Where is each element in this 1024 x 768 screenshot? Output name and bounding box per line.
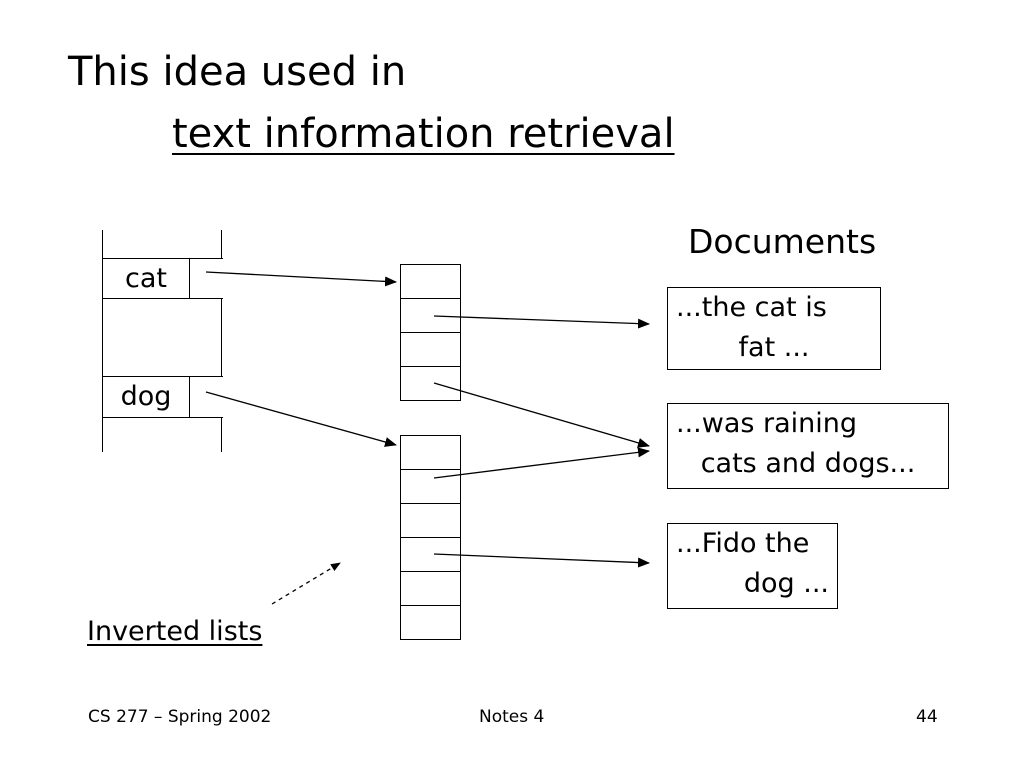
posting-slot <box>401 470 460 504</box>
slide-title-line-1: This idea used in <box>68 49 407 95</box>
arrow-cat-posting-1 <box>433 315 650 329</box>
inverted-lists-label: Inverted lists <box>87 616 263 647</box>
document-1: ...the cat is fat ... <box>667 287 881 370</box>
inverted-list-cat <box>400 264 461 401</box>
document-1-line-1: ...the cat is <box>676 292 827 323</box>
posting-slot <box>401 538 460 572</box>
dictionary-rail-left-mid <box>102 298 103 376</box>
posting-slot <box>401 436 460 470</box>
document-1-line-2: fat ... <box>738 332 810 363</box>
term-dog: dog <box>120 381 172 412</box>
posting-slot <box>401 333 460 367</box>
arrow-dog-posting-2 <box>433 553 650 568</box>
pointer-cell-dog <box>189 376 223 418</box>
posting-slot <box>401 265 460 299</box>
arrow-dog-posting-1 <box>433 447 650 479</box>
dictionary-rail-right <box>221 230 222 452</box>
dictionary-entry-cat: cat <box>102 258 223 299</box>
footer-course: CS 277 – Spring 2002 <box>88 707 272 727</box>
documents-label: Documents <box>688 222 877 261</box>
slide-title-line-2: text information retrieval <box>172 111 675 157</box>
footer-notes: Notes 4 <box>479 707 545 727</box>
arrow-dog-to-list <box>205 391 397 447</box>
dashed-arrow-inverted-lists <box>271 562 341 605</box>
dictionary-rail-left-bottom <box>102 416 103 452</box>
posting-slot <box>401 367 460 401</box>
document-2-line-1: ...was raining <box>676 408 858 439</box>
document-2: ...was raining cats and dogs... <box>667 403 949 489</box>
footer-page-number: 44 <box>916 707 938 727</box>
pointer-cell-cat <box>189 258 223 299</box>
posting-slot <box>401 572 460 606</box>
arrow-cat-posting-2 <box>433 382 650 448</box>
dictionary-entry-dog: dog <box>102 376 223 418</box>
document-3: ...Fido the dog ... <box>667 523 838 609</box>
document-3-line-2: dog ... <box>743 568 829 599</box>
dictionary-rail-left-top <box>102 230 103 260</box>
posting-slot <box>401 299 460 333</box>
term-cat: cat <box>125 263 167 294</box>
document-2-line-2: cats and dogs... <box>700 448 916 479</box>
arrow-cat-to-list <box>205 271 397 287</box>
document-3-line-1: ...Fido the <box>676 528 810 559</box>
posting-slot <box>401 504 460 538</box>
posting-slot <box>401 606 460 640</box>
inverted-list-dog <box>400 435 461 640</box>
